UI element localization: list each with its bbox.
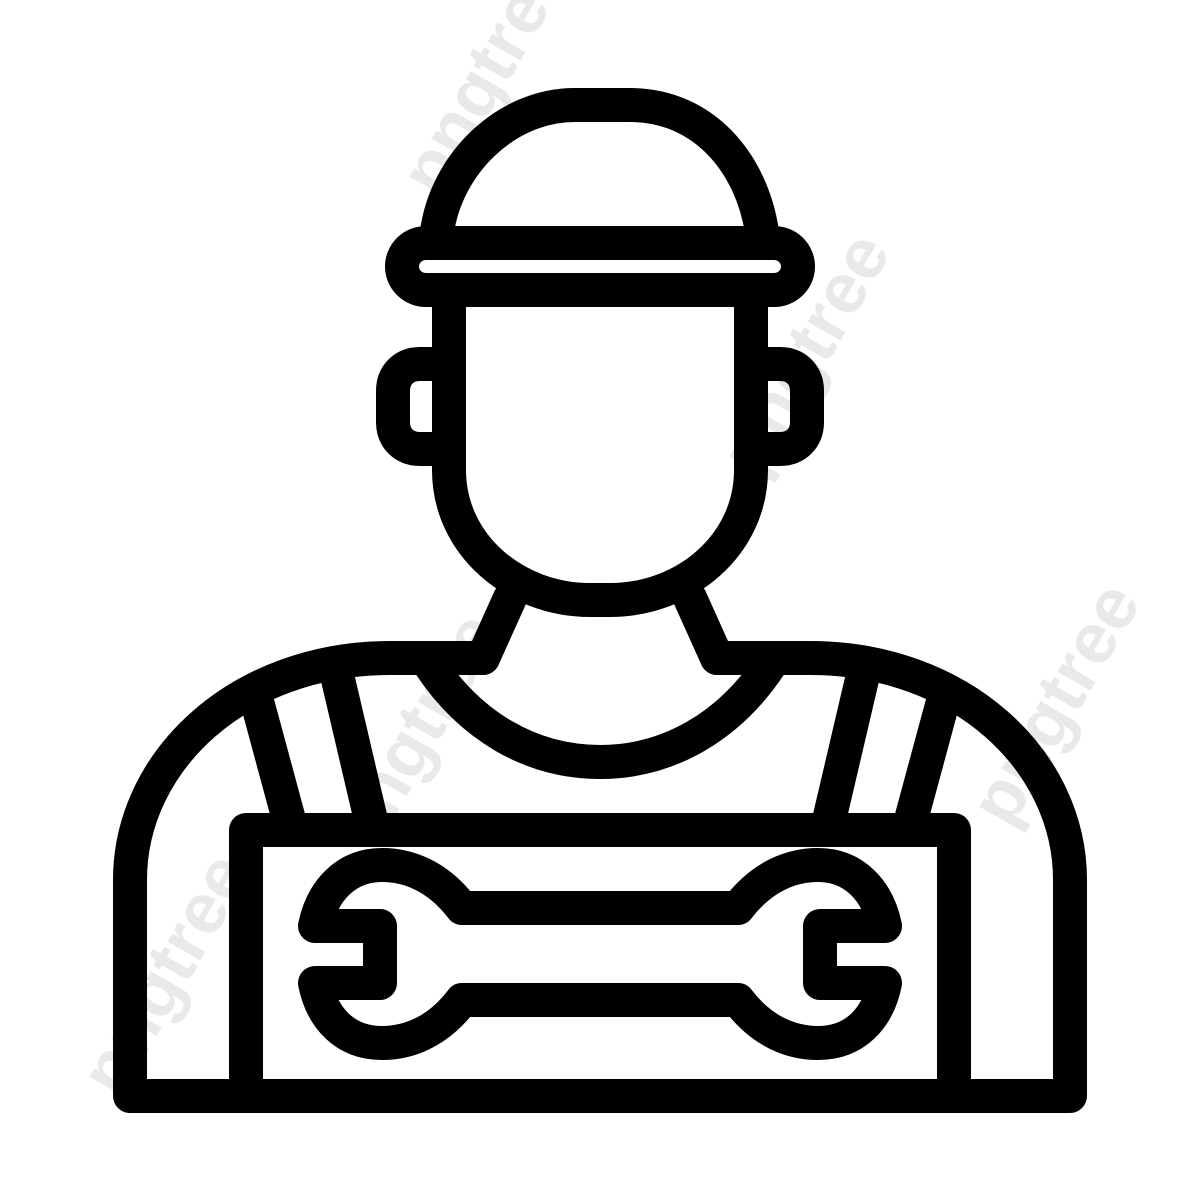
head <box>432 281 768 617</box>
wrench-icon <box>298 848 902 1060</box>
strap-right-outer <box>895 688 959 833</box>
strap-left-outer <box>241 688 305 833</box>
left-ear <box>376 347 466 466</box>
strap-left-inner <box>320 658 387 833</box>
wrench-shape <box>298 848 902 1060</box>
right-ear <box>734 347 824 466</box>
collar <box>413 648 787 779</box>
helmet-dome <box>420 88 779 249</box>
strap-right-inner <box>813 658 880 833</box>
helmet-brim <box>385 226 815 307</box>
